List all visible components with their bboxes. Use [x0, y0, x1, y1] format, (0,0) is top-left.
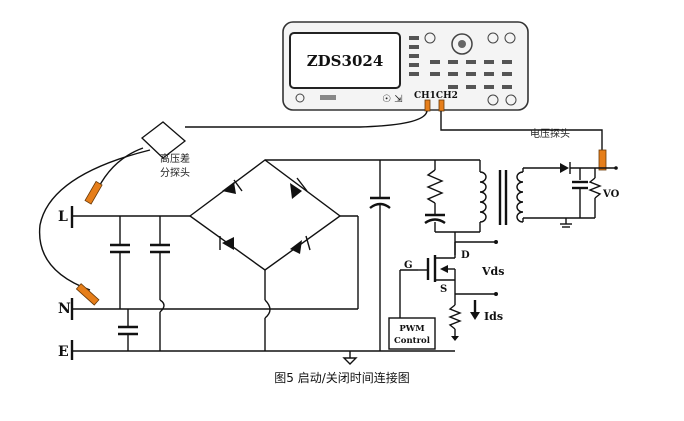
bulk-capacitor	[342, 160, 391, 365]
terminal-n: N	[58, 301, 71, 317]
bridge-rectifier	[163, 159, 455, 352]
vo-label: VO	[602, 189, 620, 200]
scope-knob-icon	[451, 33, 473, 55]
pwm-label: PWM	[399, 324, 425, 334]
gate-label: G	[404, 260, 413, 271]
ids-arrow-icon	[470, 312, 480, 320]
scope-screen	[289, 32, 401, 89]
probe-lead-l	[94, 147, 144, 196]
diff-probe-line1: 高压差	[160, 152, 190, 165]
scope-model: ZDS3024	[307, 52, 384, 70]
oscilloscope: ZDS3024 ☉ ⇲ CH1CH2	[282, 21, 529, 112]
power-icon	[295, 93, 305, 103]
voltage-probe-tip	[598, 149, 607, 171]
figure-caption: 图5 启动/关闭时间连接图	[274, 370, 410, 385]
svg-text:☉ ⇲: ☉ ⇲	[382, 94, 403, 105]
mosfet: G D S Vds Ids	[399, 240, 504, 341]
control-label: Control	[394, 336, 431, 346]
probe-tip-n	[75, 283, 100, 306]
output-diode-icon	[560, 163, 569, 173]
differential-probe: 高压差 分探头	[38, 121, 193, 306]
scope-buttons	[409, 36, 512, 89]
probe-lead-n	[38, 149, 151, 291]
ch1-cable	[185, 110, 428, 128]
differential-probe-label: 高压差 分探头	[160, 152, 193, 179]
diff-probe-line2: 分探头	[160, 166, 190, 179]
primary-side	[380, 159, 524, 255]
probe-tip-l	[84, 180, 103, 205]
ground-icon	[342, 357, 358, 365]
drain-label: D	[461, 250, 470, 261]
channel-label: CH1CH2	[414, 91, 458, 101]
secondary-side: VO	[522, 162, 620, 228]
terminal-e: E	[58, 344, 69, 360]
ch1-connector	[424, 99, 431, 112]
ids-label: Ids	[484, 310, 503, 323]
ch2-connector	[438, 99, 445, 112]
ch2-cable	[440, 111, 603, 150]
input-filter	[72, 215, 190, 352]
pwm-control-block: PWM Control	[388, 317, 436, 350]
terminal-l: L	[58, 209, 68, 225]
voltage-probe-label: 电压探头	[530, 127, 570, 140]
vds-label: Vds	[481, 265, 504, 278]
source-label: S	[440, 284, 447, 295]
